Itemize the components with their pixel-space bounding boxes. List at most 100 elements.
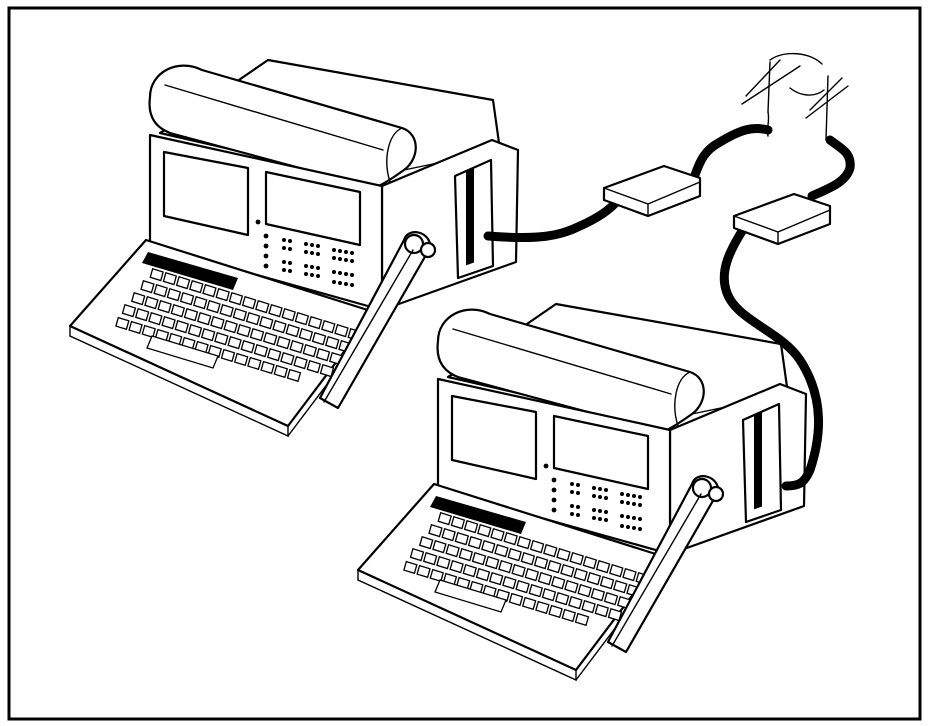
keyboard-key (149, 267, 164, 282)
keyboard-key (175, 275, 191, 290)
keyboard-key (409, 547, 425, 562)
keyboard-key (179, 291, 195, 306)
keyboard-key (202, 283, 217, 298)
keyboard-key (535, 600, 550, 615)
keyboard-key (233, 352, 249, 367)
keyboard-key (148, 311, 163, 326)
keyboard-key (471, 551, 487, 566)
keyboard-key (463, 519, 479, 534)
keyboard-key (556, 547, 571, 562)
keyboard-key (183, 307, 199, 322)
keyboard-key (449, 559, 464, 574)
keyboard-key (241, 295, 257, 310)
keyboard-key (206, 299, 221, 314)
keyboard-key (130, 291, 146, 306)
keyboard-key (586, 571, 602, 586)
keyboard-key (187, 323, 203, 338)
keyboard-key (249, 327, 265, 342)
keyboard-right (403, 511, 650, 627)
keyboard-key (220, 348, 236, 363)
keyboard-key (475, 567, 491, 582)
keyboard-key (458, 547, 474, 562)
portable-analyzer-left (68, 58, 520, 438)
keyboard-key (511, 563, 526, 578)
keyboard-key (298, 327, 314, 342)
keyboard-key (507, 547, 522, 562)
keyboard-key (573, 567, 588, 582)
keyboard-key (321, 319, 336, 334)
keyboard-key (428, 523, 443, 538)
keyboard-key (547, 559, 562, 574)
keyboard-key (436, 555, 451, 570)
keyboard-key (543, 543, 558, 558)
keyboard-key (515, 579, 530, 594)
keyboard-key (253, 343, 269, 358)
space-bar-key (146, 335, 219, 369)
keyboard-key (227, 335, 242, 350)
keyboard-key (520, 551, 536, 566)
cable-line-to-adapter (807, 135, 855, 201)
keyboard-key (315, 347, 331, 362)
cable-adapter-to-right (719, 223, 824, 491)
keyboard-key (307, 315, 323, 330)
adapter-box-right (732, 192, 832, 246)
keyboard-key (569, 551, 584, 566)
keyboard-key (599, 575, 615, 590)
keyboard-key (311, 331, 327, 346)
keyboard-key (273, 364, 289, 379)
keyboard-key (450, 515, 466, 530)
keyboard-key (157, 299, 172, 314)
keyboard-key (144, 295, 159, 310)
keyboard-key (494, 543, 509, 558)
keyboard-left (115, 267, 362, 383)
keyboard-key (115, 316, 130, 331)
keyboard-key (594, 603, 610, 618)
space-bar-key (434, 579, 507, 613)
keyboard-key (276, 335, 291, 350)
keyboard-key (418, 535, 434, 550)
keyboard-key (613, 579, 628, 594)
keyboard-key (262, 331, 278, 346)
keyboard-key (140, 279, 155, 294)
keyboard-key (193, 295, 208, 310)
keyboard-key (521, 596, 537, 611)
keyboard-key (490, 527, 505, 542)
keyboard-key (266, 347, 282, 362)
keyboard-key (121, 303, 137, 318)
keyboard-key (528, 583, 544, 598)
figure-frame (7, 6, 922, 721)
keyboard-key (153, 283, 168, 298)
keyboard-key (574, 612, 590, 627)
keyboard-key (245, 311, 261, 326)
keyboard-key (622, 567, 637, 582)
keyboard-key (128, 320, 143, 335)
keyboard-key (285, 323, 300, 338)
keyboard-key (166, 287, 182, 302)
keyboard-key (232, 307, 248, 322)
keyboard-key (236, 323, 252, 338)
keyboard-key (174, 319, 190, 334)
keyboard-key (502, 575, 517, 590)
keyboard-key (294, 311, 310, 326)
keyboard-key (477, 523, 492, 538)
keyboard-key (581, 599, 596, 614)
keyboard-key (529, 539, 545, 554)
keyboard-key (454, 531, 470, 546)
keyboard-key (524, 567, 540, 582)
keyboard-key (200, 327, 216, 342)
keyboard-key (293, 355, 308, 370)
keyboard-key (170, 303, 186, 318)
keyboard-key (481, 539, 496, 554)
keyboard-key (260, 360, 275, 375)
keyboard-key (609, 563, 624, 578)
keyboard-key (603, 591, 619, 606)
keyboard-key (554, 591, 570, 606)
keyboard-key (422, 551, 438, 566)
keyboard-key (196, 311, 212, 326)
keyboard-key (189, 279, 204, 294)
cable-adapter-to-line (689, 124, 773, 183)
keyboard-key (403, 560, 418, 575)
adapter-box-left (602, 164, 702, 218)
keyboard-key (223, 319, 238, 334)
